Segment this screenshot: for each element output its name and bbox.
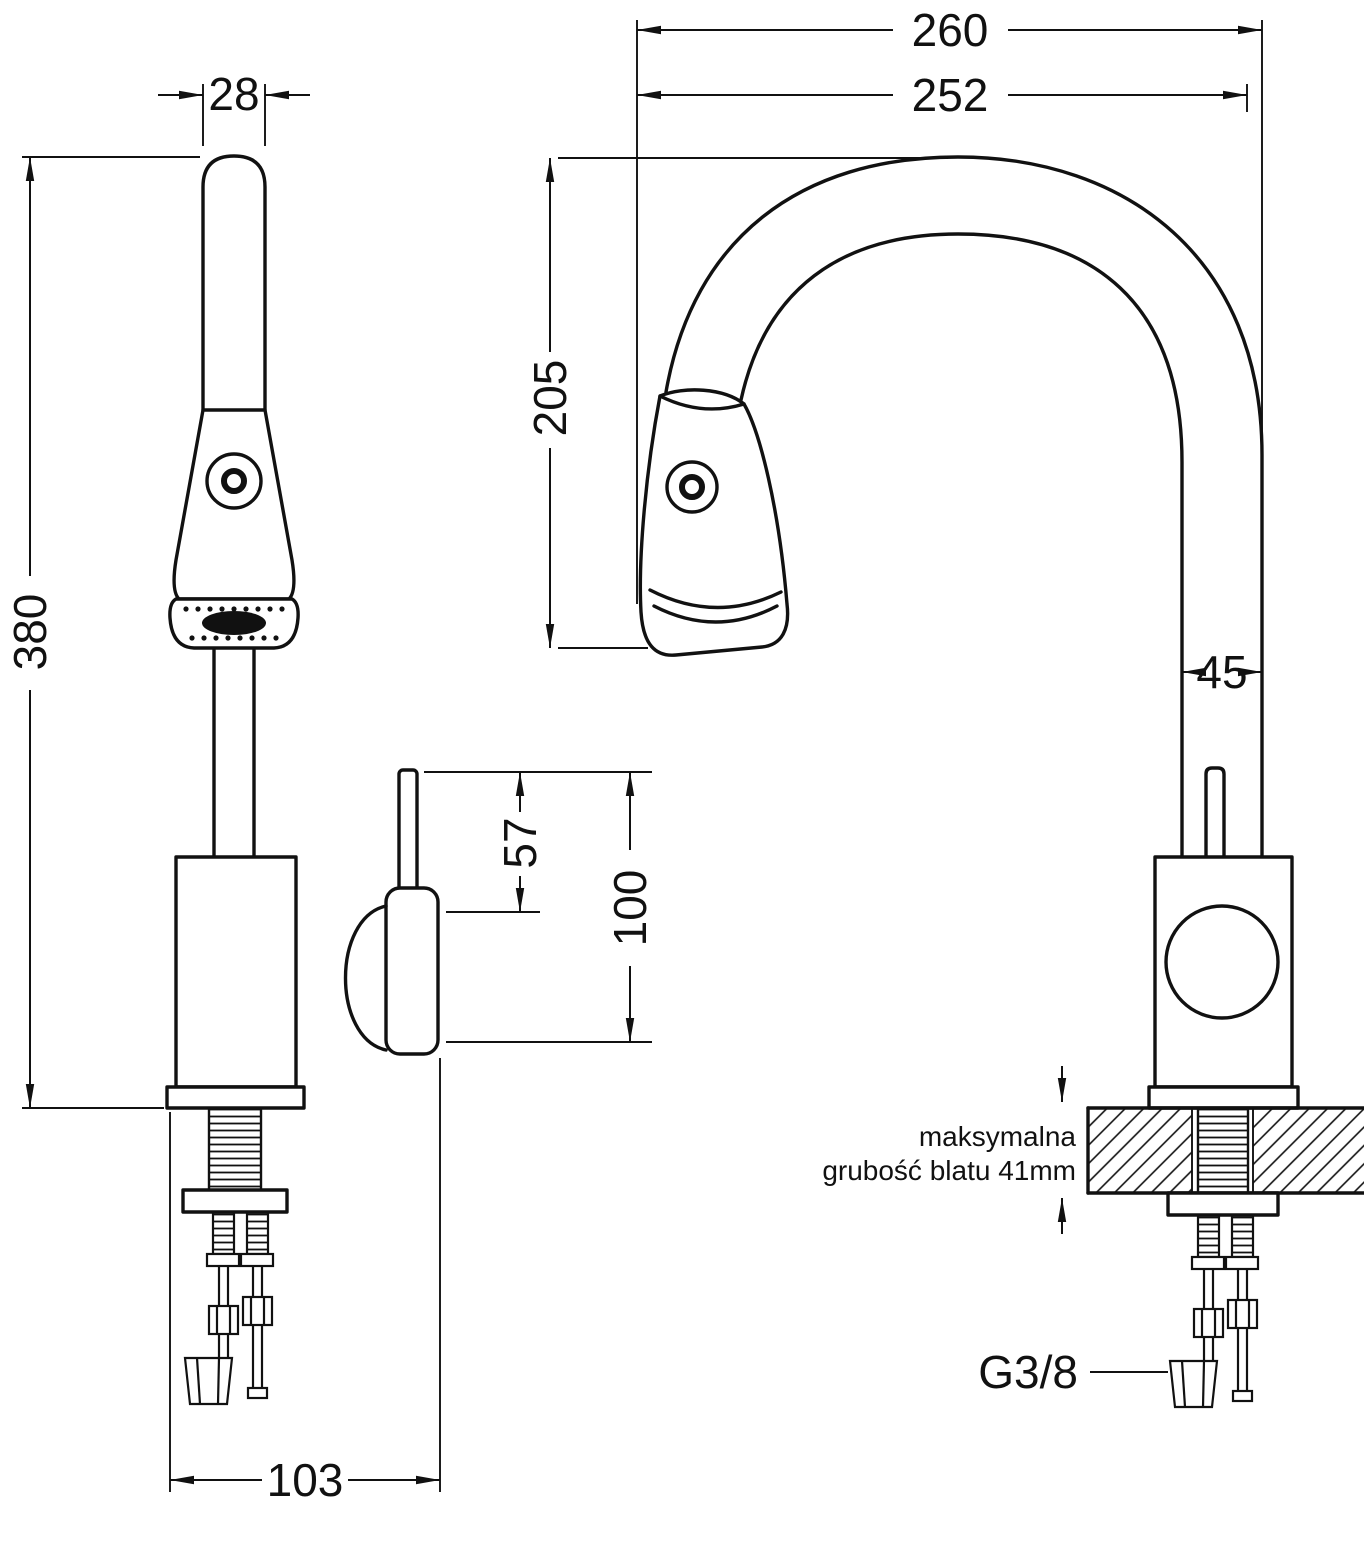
spray-button-outer xyxy=(205,452,263,510)
dim-label-spout-reach: 252 xyxy=(912,69,989,121)
mount-washer-side xyxy=(1166,1191,1280,1217)
threaded-stem-front xyxy=(207,1106,263,1192)
dim-label-spout-height: 205 xyxy=(524,360,576,437)
dimension-spout-reach: 252 xyxy=(637,69,1248,121)
faucet-body-front xyxy=(174,855,298,1089)
spray-face-arc-1 xyxy=(648,588,783,610)
connection-label: G3/8 xyxy=(978,1346,1078,1398)
counter-note-line2: grubość blatu 41mm xyxy=(822,1155,1076,1186)
dimension-spout-height: 205 xyxy=(524,157,948,649)
dim-label-lever-height: 57 xyxy=(494,817,546,868)
spout-inner-curve xyxy=(739,232,1184,859)
dim-label-total-height: 380 xyxy=(4,594,56,671)
counter-note-line1: maksymalna xyxy=(919,1121,1077,1152)
lever-side xyxy=(1204,766,1226,907)
spray-head-side xyxy=(638,388,790,657)
handle-pivot-circle xyxy=(1164,904,1280,1020)
supply-stud-right xyxy=(239,1210,275,1400)
faucet-tube-front xyxy=(201,154,267,412)
spray-face-center xyxy=(202,611,266,635)
mount-washer-front xyxy=(181,1188,289,1214)
dimension-total-height: 380 xyxy=(4,156,200,1109)
handle-base-front xyxy=(384,886,440,1056)
countertop xyxy=(1086,1106,1364,1195)
dimension-pipe-width: 45 xyxy=(1182,646,1262,698)
dimension-top-width: 28 xyxy=(158,68,310,146)
spray-button-inner xyxy=(221,468,247,494)
supply-studs-front xyxy=(183,1210,275,1406)
supply-stud-left xyxy=(183,1210,241,1406)
dim-label-base-width: 103 xyxy=(267,1454,344,1506)
spray-face-holes xyxy=(183,606,285,641)
base-plate-side xyxy=(1147,1085,1300,1110)
counter-thickness-callout: maksymalna grubość blatu 41mm xyxy=(822,1066,1076,1234)
dimension-handle-height: 100 xyxy=(446,772,656,1043)
dim-label-handle-height: 100 xyxy=(604,870,656,947)
dimension-base-width: 103 xyxy=(169,1058,441,1506)
threaded-stem-side xyxy=(1196,1106,1250,1195)
spray-head-front xyxy=(172,408,296,601)
dim-label-top-width: 28 xyxy=(208,68,259,120)
spray-face-arc-2 xyxy=(652,604,779,624)
side-view: maksymalna grubość blatu 41mm G3/8 260 2… xyxy=(524,4,1364,1409)
dimension-total-reach: 260 xyxy=(636,4,1263,604)
spray-button-side-inner xyxy=(679,474,705,500)
base-plate-front xyxy=(165,1085,306,1110)
dim-label-pipe-width: 45 xyxy=(1196,646,1247,698)
connection-callout: G3/8 xyxy=(978,1346,1168,1398)
spray-head-neck-line xyxy=(658,394,746,411)
supply-studs-side xyxy=(1168,1213,1260,1409)
dim-label-total-reach: 260 xyxy=(912,4,989,56)
spout-outer-curve xyxy=(664,155,1264,859)
lever-front xyxy=(397,768,419,894)
spray-button-side-outer xyxy=(665,460,719,514)
cartridge-bulge-front xyxy=(343,904,388,1052)
front-view: 28 380 57 100 xyxy=(4,68,656,1506)
dimension-lever-height: 57 xyxy=(424,771,652,913)
